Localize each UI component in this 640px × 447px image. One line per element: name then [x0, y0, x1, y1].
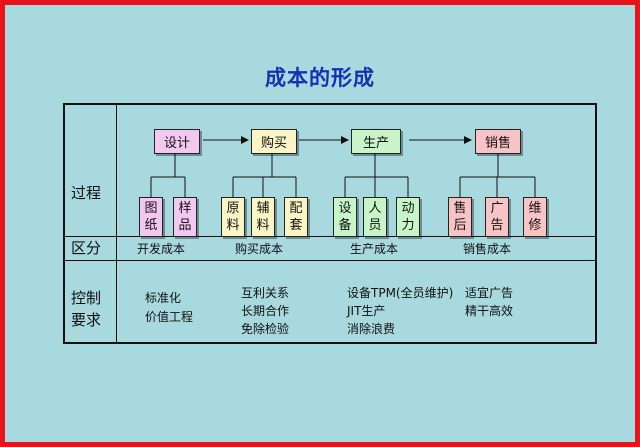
- sub-box-text: 维: [528, 201, 542, 216]
- stage-purchase-box: 购买: [251, 129, 297, 154]
- sub-box-text: 力: [401, 218, 415, 233]
- connector-lines: [150, 136, 536, 197]
- control-item: 设备TPM(全员维护): [347, 286, 454, 300]
- row-label-requirement: 要求: [71, 311, 102, 329]
- sub-box-drawings: 图 纸: [139, 197, 163, 237]
- sub-box-text: 辅: [256, 201, 270, 216]
- sub-box-text: 样: [178, 201, 192, 216]
- sub-box-text: 图: [144, 201, 158, 216]
- sub-box-text: 料: [256, 218, 270, 233]
- sub-box-text: 纸: [144, 218, 158, 233]
- sub-box-text: 修: [528, 218, 542, 233]
- label-column-divider: [116, 105, 117, 342]
- stage-design-box: 设计: [154, 129, 200, 154]
- sub-box-raw-materials: 原 料: [221, 197, 245, 237]
- control-item: 适宜广告: [465, 286, 514, 300]
- cost-label-sales: 销售成本: [463, 242, 512, 256]
- stage-sales-box: 销售: [475, 129, 521, 154]
- row-label-control: 控制: [71, 289, 102, 307]
- cost-label-purchase: 购买成本: [235, 242, 284, 256]
- sub-box-text: 套: [289, 218, 303, 233]
- sub-box-text: 配: [289, 201, 303, 216]
- cost-label-production: 生产成本: [350, 242, 399, 256]
- control-item: JIT生产: [347, 304, 386, 318]
- sub-box-text: 动: [401, 201, 415, 216]
- control-item: 标准化: [145, 291, 182, 305]
- row-label-division: 区分: [71, 239, 102, 257]
- sub-box-text: 设: [338, 201, 352, 216]
- row-label-process: 过程: [71, 184, 102, 202]
- sub-box-text: 告: [490, 218, 504, 233]
- sub-box-auxiliary-materials: 辅 料: [251, 197, 275, 237]
- sub-box-text: 后: [453, 218, 467, 233]
- sub-box-power: 动 力: [396, 197, 420, 237]
- sub-box-after-sales: 售 后: [448, 197, 472, 237]
- row-divider-process: [65, 236, 595, 237]
- sub-box-text: 广: [490, 201, 504, 216]
- cost-table: 过程 区分 控制 要求: [63, 103, 597, 344]
- sub-box-text: 售: [453, 201, 467, 216]
- page-title: 成本的形成: [265, 66, 375, 90]
- control-item: 价值工程: [145, 310, 194, 324]
- sub-box-repair: 维 修: [523, 197, 547, 237]
- control-item: 长期合作: [241, 304, 290, 318]
- sub-box-text: 人: [368, 201, 382, 216]
- sub-box-samples: 样 品: [173, 197, 197, 237]
- sub-box-text: 员: [368, 218, 382, 233]
- control-item: 精干高效: [465, 304, 514, 318]
- sub-box-advertising: 广 告: [485, 197, 509, 237]
- control-item: 消除浪费: [347, 322, 396, 336]
- sub-box-equipment: 设 备: [333, 197, 357, 237]
- sub-box-personnel: 人 员: [363, 197, 387, 237]
- sub-box-text: 品: [178, 218, 192, 233]
- cost-label-development: 开发成本: [137, 242, 186, 256]
- sub-box-components: 配 套: [284, 197, 308, 237]
- control-item: 免除检验: [241, 322, 290, 336]
- sub-box-text: 料: [226, 218, 240, 233]
- sub-box-text: 备: [338, 218, 352, 233]
- control-item: 互利关系: [241, 286, 290, 300]
- sub-box-text: 原: [226, 201, 240, 216]
- stage-production-box: 生产: [351, 129, 401, 154]
- row-divider-division: [65, 260, 595, 261]
